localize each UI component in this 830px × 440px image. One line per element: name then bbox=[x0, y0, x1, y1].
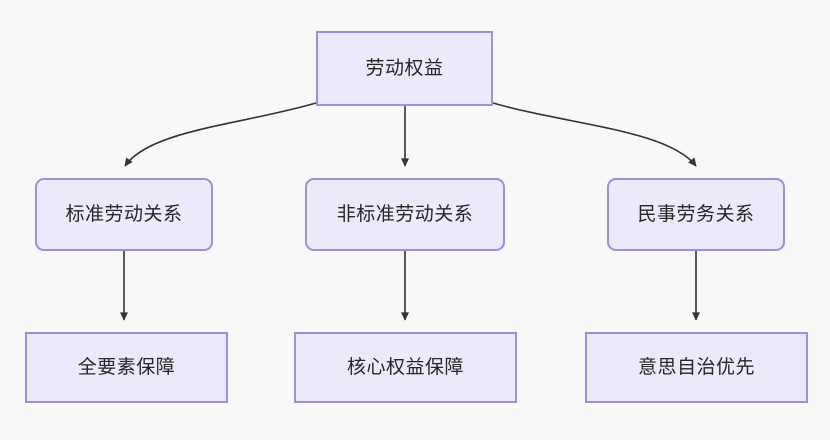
node-core-rights-protection[interactable]: 核心权益保障 bbox=[294, 332, 517, 403]
edge-root-to-standard bbox=[124, 102, 317, 167]
node-standard-labor-relation[interactable]: 标准劳动关系 bbox=[35, 178, 213, 251]
node-nonstandard-labor-relation[interactable]: 非标准劳动关系 bbox=[305, 178, 505, 251]
node-full-element-protection[interactable]: 全要素保障 bbox=[25, 332, 228, 403]
node-labor-rights[interactable]: 劳动权益 bbox=[316, 31, 493, 106]
node-autonomy-priority[interactable]: 意思自治优先 bbox=[585, 332, 808, 403]
node-civil-service-relation[interactable]: 民事劳务关系 bbox=[607, 178, 785, 251]
edge-root-to-civil bbox=[492, 102, 697, 167]
